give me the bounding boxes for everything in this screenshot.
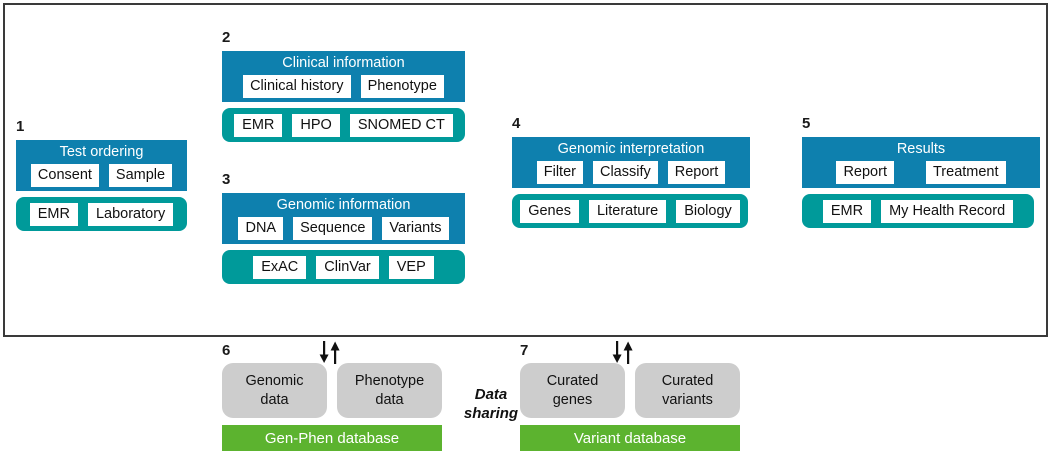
database-7-card-curated-genes-line1: Curated	[546, 372, 599, 389]
stage-3-number: 3	[222, 171, 231, 188]
database-6-card-phenotype-data[interactable]: Phenotype data	[337, 363, 442, 418]
stage-5-step-treatment[interactable]: Treatment	[925, 161, 1006, 184]
stage-2-resource-hpo[interactable]: HPO	[292, 113, 340, 137]
database-7-card-curated-variants-line1: Curated	[661, 372, 714, 389]
database-7-card-row: Curated genes Curated variants	[520, 363, 740, 418]
stage-3-resource-vep[interactable]: VEP	[388, 255, 434, 279]
stage-2-resource-snomed-ct[interactable]: SNOMED CT	[349, 113, 453, 137]
stage-2-resource-emr[interactable]: EMR	[234, 113, 283, 137]
stage-4-step-report[interactable]: Report	[667, 161, 726, 184]
stage-5-title: Results	[896, 141, 946, 157]
exchange-arrows-gen-phen	[318, 341, 344, 364]
stage-4-resource-biology[interactable]: Biology	[676, 199, 740, 223]
stage-3-resource-clinvar[interactable]: ClinVar	[316, 255, 379, 279]
stage-1-resource-band: EMR Laboratory	[16, 197, 187, 231]
exchange-arrows-variant	[611, 341, 637, 364]
down-up-arrow-icon	[612, 341, 633, 364]
database-6-card-row: Genomic data Phenotype data	[222, 363, 442, 418]
stage-3-step-variants[interactable]: Variants	[382, 217, 449, 240]
database-6-bar-gen-phen-database[interactable]: Gen-Phen database	[222, 425, 442, 451]
stage-4-resource-band: Genes Literature Biology	[512, 194, 748, 228]
stage-3-resource-exac[interactable]: ExAC	[253, 255, 307, 279]
stage-4-step-classify[interactable]: Classify	[592, 161, 658, 184]
stage-5-number: 5	[802, 115, 811, 132]
stage-1-step-sample[interactable]: Sample	[108, 164, 173, 187]
stage-3-resource-band: ExAC ClinVar VEP	[222, 250, 465, 284]
stage-2-step-row: Clinical history Phenotype	[222, 75, 465, 98]
stage-3-primary-band: Genomic information DNA Sequence Variant…	[222, 193, 465, 244]
data-sharing-label-line1: Data	[474, 386, 508, 403]
stage-3-title: Genomic information	[276, 197, 411, 213]
stage-1-resource-emr[interactable]: EMR	[29, 202, 78, 226]
stage-5-step-row: Report Treatment	[802, 161, 1040, 184]
database-7-number: 7	[520, 342, 529, 359]
stage-2-title: Clinical information	[282, 55, 405, 71]
stage-1-step-row: Consent Sample	[16, 164, 187, 187]
stage-5-resource-my-health-record[interactable]: My Health Record	[881, 199, 1014, 223]
stage-1-title: Test ordering	[59, 144, 144, 160]
stage-2-step-clinical-history[interactable]: Clinical history	[243, 75, 351, 98]
data-sharing-label: Data sharing	[456, 385, 526, 423]
database-7-card-curated-variants-line2: variants	[662, 391, 713, 408]
database-6-number: 6	[222, 342, 231, 359]
database-6-bar-label: Gen-Phen database	[264, 429, 400, 447]
stage-4-primary-band: Genomic interpretation Filter Classify R…	[512, 137, 750, 188]
stage-5-resource-emr[interactable]: EMR	[822, 199, 872, 223]
stage-4-title: Genomic interpretation	[557, 141, 705, 157]
stage-1-primary-band: Test ordering Consent Sample	[16, 140, 187, 191]
stage-1-resource-laboratory[interactable]: Laboratory	[87, 202, 174, 226]
stage-2-primary-band: Clinical information Clinical history Ph…	[222, 51, 465, 102]
database-6-card-phenotype-data-line2: data	[375, 391, 404, 408]
database-6-card-genomic-data-line1: Genomic	[245, 372, 304, 389]
down-up-arrow-icon	[319, 341, 340, 364]
data-sharing-label-line2: sharing	[463, 405, 519, 422]
stage-4-number: 4	[512, 115, 521, 132]
stage-5-primary-band: Results Report Treatment	[802, 137, 1040, 188]
database-6-card-genomic-data[interactable]: Genomic data	[222, 363, 327, 418]
stage-4-resource-literature[interactable]: Literature	[588, 199, 667, 223]
database-6-card-phenotype-data-line1: Phenotype	[354, 372, 425, 389]
stage-5-step-report[interactable]: Report	[836, 161, 894, 184]
database-7-bar-label: Variant database	[573, 429, 687, 447]
stage-4-step-filter[interactable]: Filter	[536, 161, 583, 184]
stage-1-step-consent[interactable]: Consent	[30, 164, 99, 187]
stage-5-resource-band: EMR My Health Record	[802, 194, 1034, 228]
stage-4-step-row: Filter Classify Report	[512, 161, 750, 184]
stage-4-resource-genes[interactable]: Genes	[520, 199, 579, 223]
database-6-card-genomic-data-line2: data	[260, 391, 289, 408]
database-7-card-curated-genes-line2: genes	[552, 391, 593, 408]
stage-1-number: 1	[16, 118, 25, 135]
database-7-card-curated-variants[interactable]: Curated variants	[635, 363, 740, 418]
stage-2-number: 2	[222, 29, 231, 46]
stage-3-step-sequence[interactable]: Sequence	[293, 217, 373, 240]
stage-2-step-phenotype[interactable]: Phenotype	[360, 75, 444, 98]
stage-3-step-row: DNA Sequence Variants	[222, 217, 465, 240]
stage-3-step-dna[interactable]: DNA	[238, 217, 284, 240]
database-7-bar-variant-database[interactable]: Variant database	[520, 425, 740, 451]
stage-2-resource-band: EMR HPO SNOMED CT	[222, 108, 465, 142]
database-7-card-curated-genes[interactable]: Curated genes	[520, 363, 625, 418]
